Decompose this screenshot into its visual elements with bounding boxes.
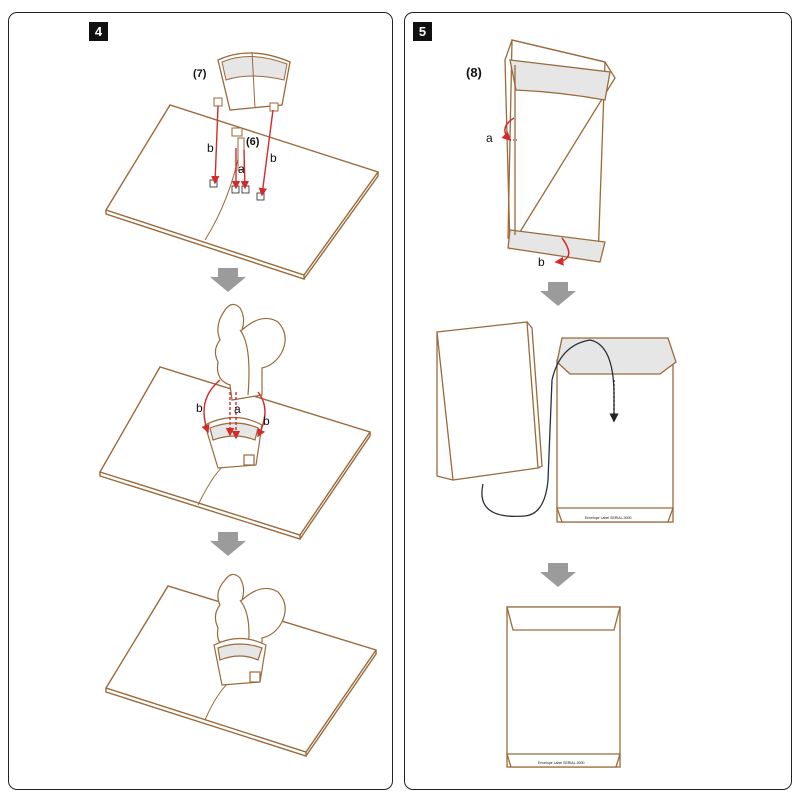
cactus-piece bbox=[214, 303, 286, 401]
seal-arrows bbox=[501, 117, 570, 266]
part-6-label: (6) bbox=[246, 136, 260, 148]
closed-card bbox=[436, 321, 543, 481]
step-number-badge: 4 bbox=[89, 22, 108, 41]
next-step-arrow bbox=[210, 268, 246, 292]
cactus-finished bbox=[213, 573, 286, 686]
pot-piece-7 bbox=[213, 51, 291, 112]
label-b-right-2: b bbox=[263, 414, 270, 428]
next-step-arrow-3 bbox=[540, 282, 576, 306]
step-number-badge: 5 bbox=[413, 22, 432, 41]
label-b-right: b bbox=[270, 151, 277, 165]
envelope-small-text: Envelope Label SERIAL-0000 bbox=[585, 516, 632, 520]
next-step-arrow-2 bbox=[210, 532, 246, 556]
label-a-2: a bbox=[234, 402, 241, 416]
fold-arrows bbox=[201, 379, 266, 440]
envelope-sealed bbox=[506, 606, 621, 768]
label-b-left-2: b bbox=[196, 401, 203, 415]
part-8-label: (8) bbox=[466, 65, 482, 80]
insert-arrows bbox=[211, 105, 274, 197]
label-a: a bbox=[238, 162, 245, 176]
next-step-arrow-4 bbox=[540, 563, 576, 587]
envelope-with-card bbox=[504, 39, 616, 263]
insert-path-line bbox=[481, 339, 615, 518]
envelope-open bbox=[556, 337, 677, 523]
label-b-envelope: b bbox=[538, 255, 545, 269]
envelope-small-text-2: Envelope Label SERIAL-0000 bbox=[538, 761, 585, 765]
label-a-envelope: a bbox=[486, 131, 493, 145]
part-7-label: (7) bbox=[193, 68, 207, 80]
label-b-left: b bbox=[207, 141, 214, 155]
